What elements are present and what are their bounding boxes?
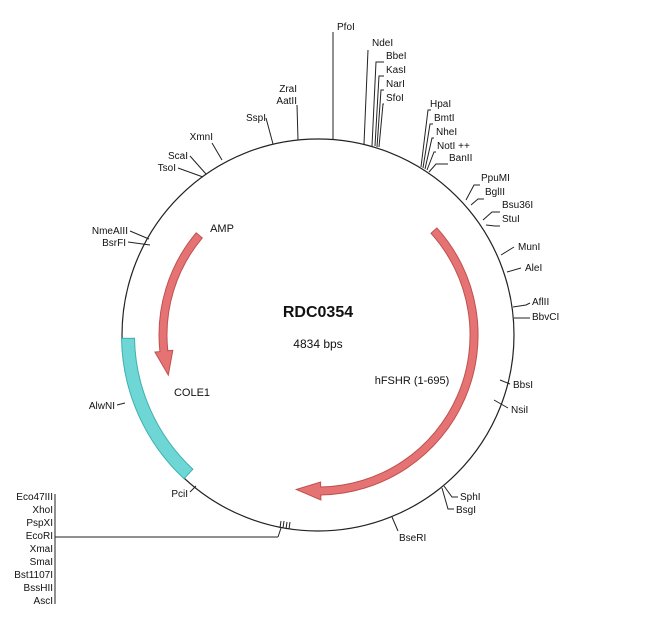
feature-amp-arrow: [154, 232, 204, 377]
tick-kasi: [374, 75, 384, 147]
tick-bbsi: [499, 379, 511, 385]
site-label-sspi: SspI: [246, 113, 266, 124]
site-label-xmni: XmnI: [190, 132, 213, 143]
site-label-banii: BanII: [449, 153, 472, 164]
tick-zrai: [296, 104, 299, 141]
tick-hpai: [420, 109, 431, 168]
tick-mcs-c: [285, 521, 288, 530]
site-label-aflii: AflII: [532, 297, 549, 308]
site-label-mcs-bsshii: BssHII: [24, 583, 53, 594]
tick-bmti: [422, 123, 433, 169]
site-label-nmeaiii: NmeAIII: [92, 226, 128, 237]
tick-scai: [189, 155, 207, 175]
tick-bbei: [371, 61, 384, 147]
site-label-tsoi: TsoI: [158, 163, 176, 174]
site-label-bbvci: BbvCI: [532, 312, 559, 323]
site-label-bmti: BmtI: [434, 113, 455, 124]
site-label-bsu36i: Bsu36I: [502, 200, 533, 211]
site-label-stui: StuI: [502, 214, 520, 225]
site-label-muni: MunI: [518, 242, 540, 253]
tick-bsu36i: [482, 211, 500, 221]
site-label-sfoi: SfoI: [386, 93, 404, 104]
site-label-ppumi: PpuMI: [481, 173, 510, 184]
site-label-noti: NotI ++: [437, 141, 470, 152]
tick-nari: [376, 89, 384, 148]
feature-layer: [120, 227, 479, 501]
tick-sphi: [443, 485, 458, 498]
site-label-pfoi: PfoI: [337, 22, 355, 33]
tick-stui: [485, 224, 500, 227]
site-label-bbsi: BbsI: [513, 380, 533, 391]
tick-bseri: [391, 516, 399, 532]
tick-muni: [500, 246, 515, 256]
tick-alwni: [116, 402, 126, 406]
site-labels: PfoI NdeI BbeI KasI NarI SfoI HpaI BmtI …: [14, 22, 559, 607]
site-label-bseri: BseRI: [399, 533, 426, 544]
site-label-nsii: NsiI: [511, 405, 528, 416]
tick-nmeaiii: [129, 230, 150, 240]
tick-aflii: [512, 302, 531, 308]
site-label-bglii: BglII: [485, 187, 505, 198]
backbone-circle: [121, 138, 515, 532]
tick-mcs-b: [282, 520, 285, 529]
tick-pcii: [189, 485, 197, 493]
site-label-alei: AleI: [525, 263, 542, 274]
site-label-hpai: HpaI: [430, 99, 451, 110]
site-label-mcs-ecori: EcoRI: [26, 531, 53, 542]
site-label-mcs-xmai: XmaI: [30, 544, 53, 555]
feature-hfshr-arrow: [294, 227, 479, 501]
tick-bsgi: [441, 487, 454, 510]
site-label-mcs-eco47iii: Eco47III: [16, 492, 53, 503]
site-label-zrai: ZraI: [279, 84, 297, 95]
tick-tsoi: [177, 167, 204, 178]
tick-bsrfi: [127, 241, 151, 246]
feature-label-cole1: COLE1: [174, 387, 210, 399]
tick-bglii: [470, 198, 484, 206]
tick-nhei: [424, 137, 434, 170]
tick-mcs-d: [288, 521, 291, 530]
site-label-bsrfi: BsrFI: [102, 238, 126, 249]
tick-sspi: [265, 117, 274, 145]
tick-sfoi: [378, 103, 384, 148]
feature-cole1-block: [120, 337, 194, 480]
site-label-pcii: PciI: [171, 489, 188, 500]
plasmid-size: 4834 bps: [293, 337, 342, 351]
site-label-mcs-xhoi: XhoI: [32, 505, 53, 516]
site-label-mcs-smai: SmaI: [30, 557, 53, 568]
tick-nsii: [493, 399, 509, 409]
tick-mcs-lead: [277, 527, 282, 538]
site-label-ndei: NdeI: [372, 38, 393, 49]
feature-label-hfshr: hFSHR (1-695): [375, 375, 450, 387]
site-label-mcs-asci: AscI: [34, 596, 53, 607]
tick-banii: [428, 163, 448, 173]
tick-xmni: [211, 142, 223, 161]
site-label-scai: ScaI: [168, 151, 188, 162]
plasmid-name: RDC0354: [283, 304, 353, 321]
site-label-bsgi: BsgI: [456, 505, 476, 516]
tick-mcs-a: [279, 520, 282, 529]
site-label-sphi: SphI: [460, 492, 481, 503]
site-label-nari: NarI: [386, 79, 405, 90]
site-label-alwni: AlwNI: [89, 401, 115, 412]
site-label-aatii: AatII: [276, 96, 297, 107]
site-ticks: [54, 32, 531, 604]
feature-label-amp: AMP: [210, 223, 234, 235]
tick-ndei: [363, 49, 369, 145]
site-label-kasi: KasI: [386, 65, 406, 76]
site-label-mcs-pspxi: PspXI: [26, 518, 53, 529]
site-label-mcs-bst1107i: Bst1107I: [14, 570, 53, 581]
mcs-site-labels: Eco47III XhoI PspXI EcoRI XmaI SmaI Bst1107I Bs…: [14, 492, 53, 607]
site-label-bbei: BbeI: [386, 51, 407, 62]
tick-noti: [426, 151, 436, 171]
tick-ppumi: [465, 184, 480, 201]
tick-alei: [506, 267, 522, 273]
site-label-nhei: NheI: [436, 127, 457, 138]
